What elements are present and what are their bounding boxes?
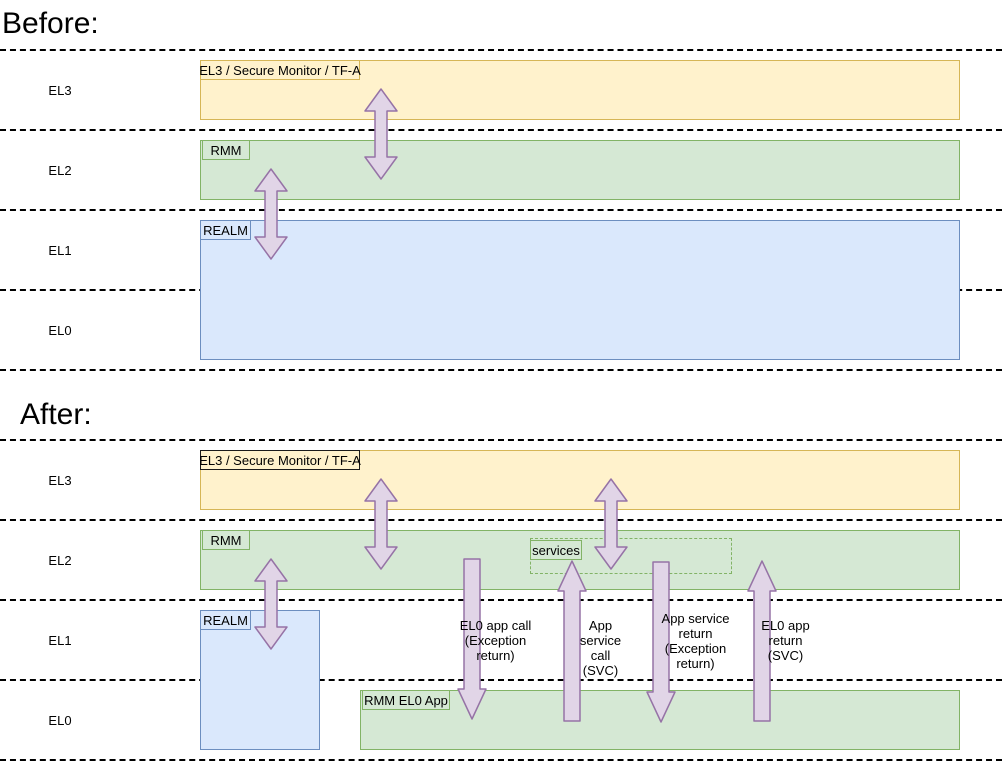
before-realm-block [200,220,960,360]
separator-below-el0-after [0,759,1002,761]
after-app-service-return-arrow-label: App service return (Exception return) [661,611,730,671]
separator-el3-el2-before [0,129,1002,131]
after-el2-el1-arrow [254,558,288,650]
separator-el3-el2-after [0,519,1002,521]
after-rmm-el0-app-block-tag: RMM EL0 App [362,690,450,710]
separator-below-el0-before [0,369,1002,371]
after-services-block-tag: services [530,540,582,560]
after-section-title: After: [20,398,92,431]
after-el0-app-return-arrow-label: EL0 app return (SVC) [761,618,810,663]
before-section-title: Before: [2,7,99,40]
after-rmm-block-tag: RMM [202,530,250,550]
before-realm-block-tag: REALM [200,220,251,240]
before-el3-el2-arrow [364,88,398,180]
before-rmm-block-tag: RMM [202,140,250,160]
separator-above-el3-after [0,439,1002,441]
after-el3-services-arrow [594,478,628,570]
el-label-el0-after: EL0 [48,713,72,728]
separator-el1-el0-after [0,679,1002,681]
after-el0-app-call-arrow [457,558,487,720]
after-el0-app-return-arrow [747,560,777,722]
el-label-el2-before: EL2 [48,163,72,178]
separator-el2-el1-before [0,209,1002,211]
before-el2-el1-arrow [254,168,288,260]
before-el3-block-tag: EL3 / Secure Monitor / TF-A [199,60,361,80]
el-label-el0-before: EL0 [48,323,72,338]
after-app-service-return-arrow [646,561,676,723]
el-label-el3-after: EL3 [48,473,72,488]
el-label-el2-after: EL2 [48,553,72,568]
after-app-service-call-arrow-label: App service call (SVC) [579,618,622,678]
el-label-el3-before: EL3 [48,83,72,98]
el-label-el1-before: EL1 [48,243,72,258]
after-el0-app-call-arrow-label: EL0 app call (Exception return) [459,618,532,663]
after-el3-block-tag: EL3 / Secure Monitor / TF-A [199,450,361,470]
separator-above-el3-before [0,49,1002,51]
before-rmm-block [200,140,960,200]
after-realm-block-tag: REALM [200,610,251,630]
separator-el2-el1-after [0,599,1002,601]
el-label-el1-after: EL1 [48,633,72,648]
after-app-service-call-arrow [557,560,587,722]
after-el3-el2-arrow [364,478,398,570]
